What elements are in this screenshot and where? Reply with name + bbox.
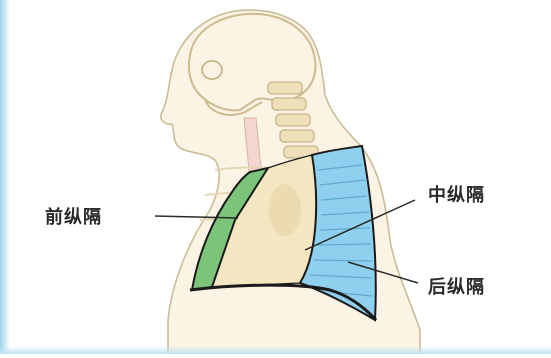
anterior-mediastinum-label: 前纵隔 [45,203,102,229]
middle-mediastinum-label: 中纵隔 [428,181,485,207]
posterior-mediastinum-label: 后纵隔 [428,273,485,299]
heart-shadow [269,184,301,236]
bottom-edge-glow [0,346,551,354]
left-edge-glow [0,0,10,354]
